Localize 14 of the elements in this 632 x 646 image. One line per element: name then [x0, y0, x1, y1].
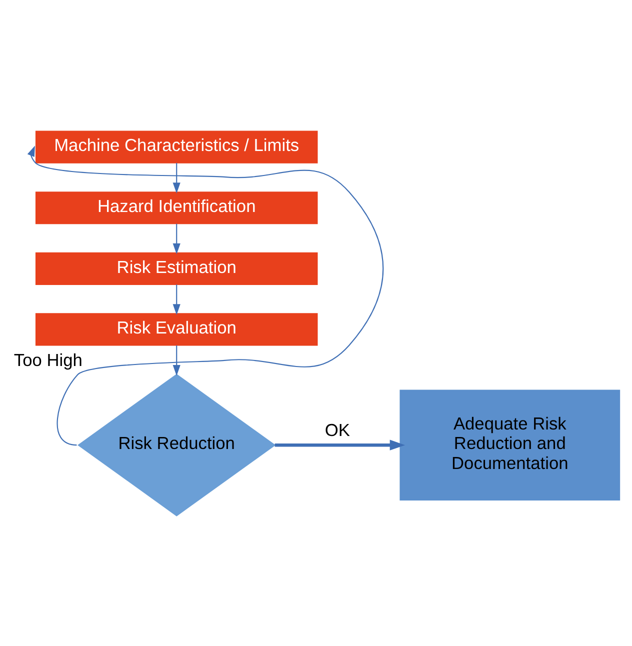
node-box: Adequate Risk Reduction and Documentation	[399, 389, 620, 500]
node-box: Risk Evaluation	[34, 312, 318, 346]
arrow	[172, 223, 180, 254]
node-box: Risk Estimation	[34, 252, 318, 284]
node-box: Machine Characteristics / Limits	[34, 130, 318, 163]
arrow	[172, 162, 180, 193]
node-diamond: Risk Reduction	[77, 373, 276, 516]
edge-label: Too High	[13, 350, 82, 370]
node-box: Hazard Identification	[34, 191, 318, 224]
edge-label: OK	[324, 420, 350, 440]
arrow	[172, 344, 180, 376]
arrow	[26, 145, 383, 446]
arrow	[274, 439, 405, 450]
arrow	[172, 284, 180, 315]
